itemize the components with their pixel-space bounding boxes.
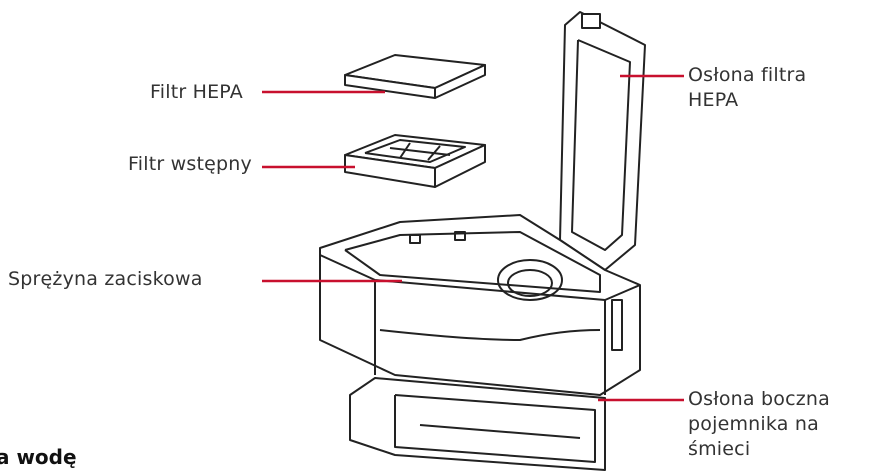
pre-filter-drawing xyxy=(344,134,486,188)
label-side-cover-line2: pojemnika na xyxy=(688,413,819,435)
label-pre-filter: Filtr wstępny xyxy=(128,153,252,175)
label-side-cover-line1: Osłona boczna xyxy=(688,388,830,410)
label-hepa-filter: Filtr HEPA xyxy=(150,81,243,103)
dustbin-body-drawing xyxy=(319,214,641,471)
label-clamp-spring: Sprężyna zaciskowa xyxy=(8,268,203,290)
hepa-filter-drawing xyxy=(344,54,486,99)
cut-off-text: a wodę xyxy=(0,445,77,469)
label-hepa-cover: Osłona filtra HEPA xyxy=(688,63,806,113)
hepa-cover-drawing xyxy=(559,11,646,271)
label-side-cover: Osłona boczna pojemnika na śmieci xyxy=(688,387,830,462)
label-side-cover-line3: śmieci xyxy=(688,438,751,460)
label-hepa-cover-line1: Osłona filtra xyxy=(688,64,807,86)
label-hepa-cover-line2: HEPA xyxy=(688,89,739,111)
